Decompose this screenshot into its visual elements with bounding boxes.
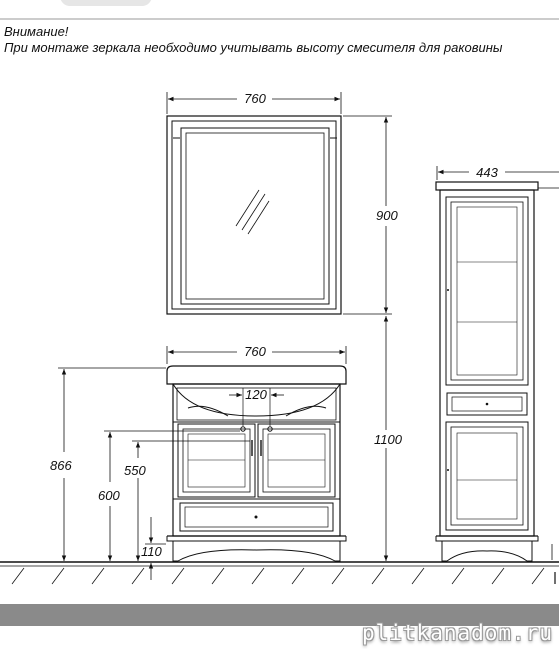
watermark: plitkanadom.ru: [361, 621, 553, 645]
dim-cabinet-width: [436, 166, 559, 189]
faucet-spacing-label: 120: [245, 387, 267, 402]
offscreen-fragment: [551, 544, 556, 584]
notice-text: При монтаже зеркала необходимо учитывать…: [4, 40, 503, 55]
vanity-width-label: 760: [244, 344, 266, 359]
drain-label: 110: [141, 544, 162, 559]
dim-pipe-550: [132, 440, 250, 561]
mirror-height-label: 900: [376, 208, 398, 223]
dim-pipe-600: [104, 430, 240, 561]
dim-faucet-spacing: [229, 388, 284, 426]
cabinet-width-label: 443: [476, 165, 498, 180]
pipe-600-label: 600: [98, 488, 120, 503]
pipe-550-label: 550: [124, 463, 146, 478]
mirror-width-label: 760: [244, 91, 266, 106]
notice-title: Внимание!: [4, 24, 69, 39]
mirror-mount-label: 1100: [374, 432, 403, 447]
tall-cabinet: [435, 181, 539, 562]
floor: [0, 561, 559, 585]
top-tab: [60, 0, 152, 6]
bottom-bar: [0, 604, 559, 626]
dim-vanity-width: [166, 346, 347, 364]
vanity: [166, 365, 347, 562]
dim-vanity-height: [58, 367, 166, 561]
mirror: [166, 115, 342, 315]
dim-mirror-height: [343, 115, 392, 315]
dim-mirror-width: [166, 92, 342, 114]
vanity-height-label: 866: [50, 458, 72, 473]
notice: Внимание! При монтаже зеркала необходимо…: [4, 24, 502, 56]
